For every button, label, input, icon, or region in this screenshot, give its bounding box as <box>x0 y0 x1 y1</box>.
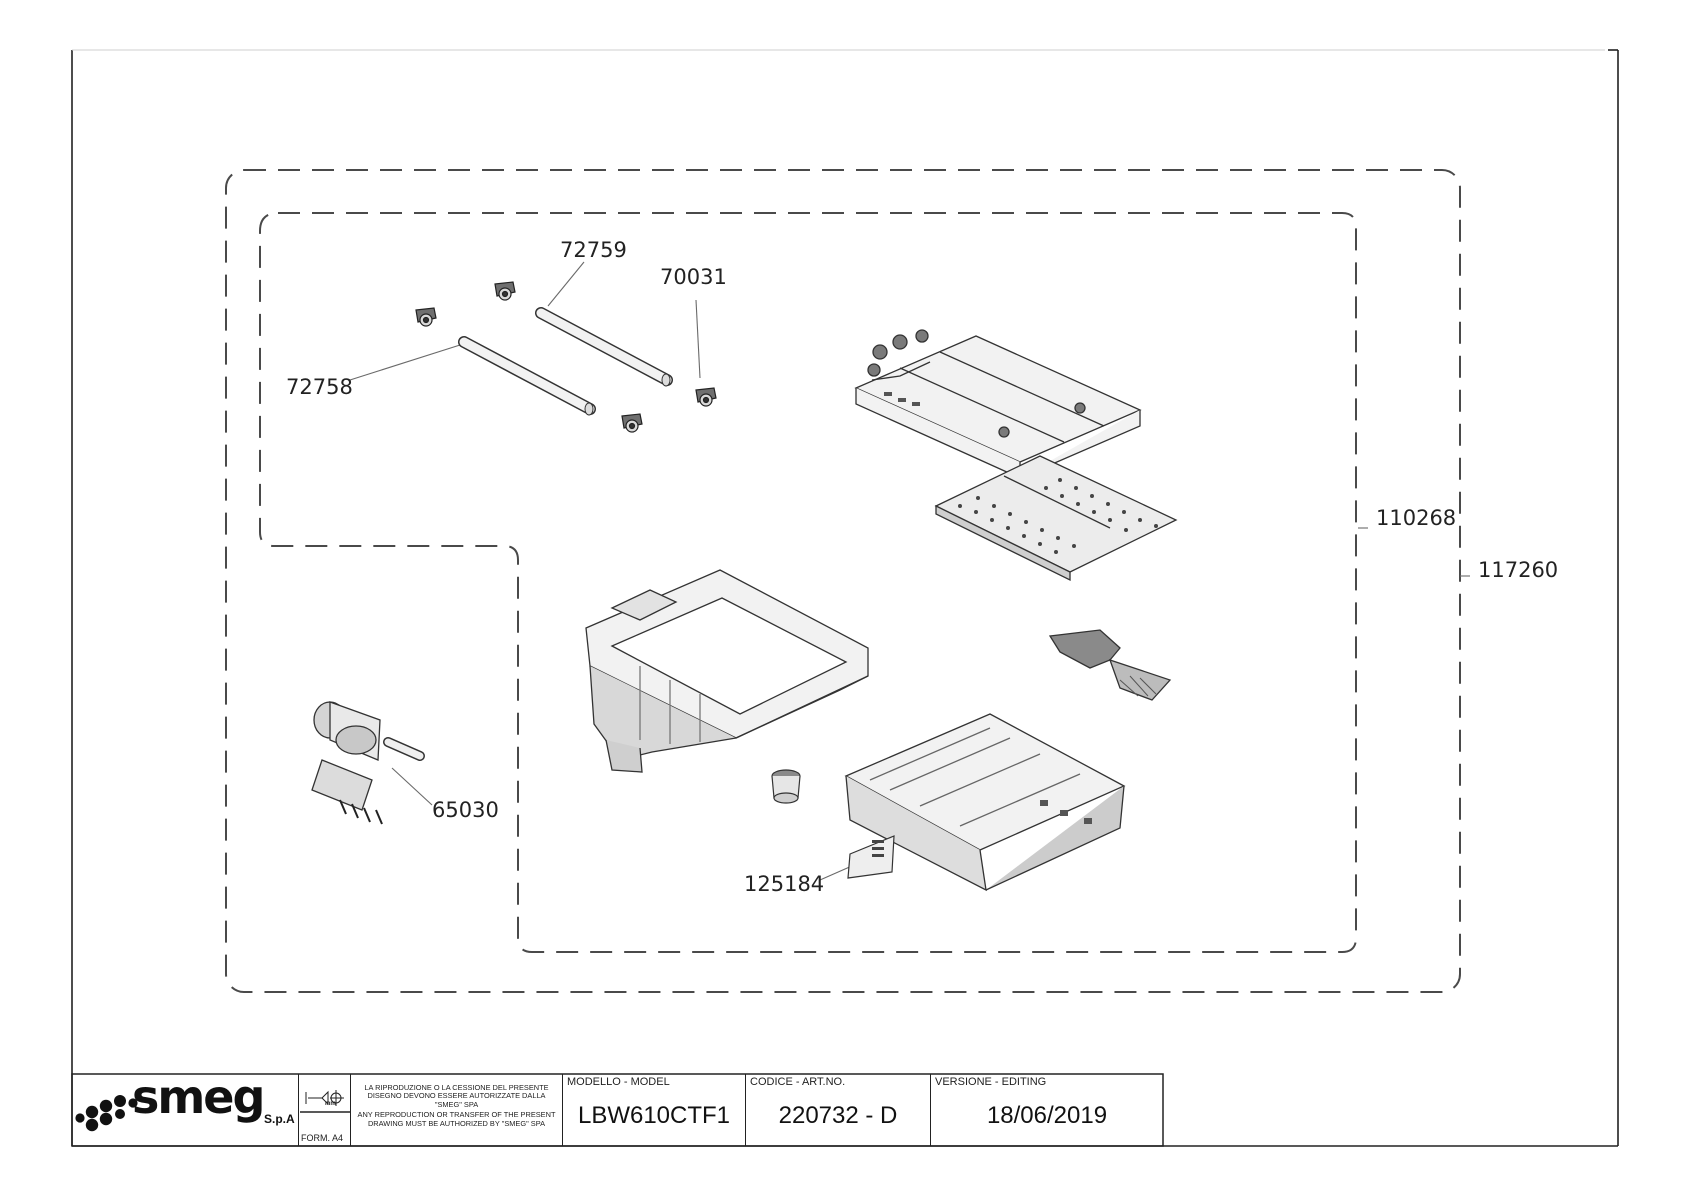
rod-72759 <box>535 307 673 387</box>
unit-symbol <box>305 1090 344 1106</box>
part-label-125184: 125184 <box>744 872 825 896</box>
notice-english: ANY REPRODUCTION OR TRANSFER OF THE PRES… <box>357 1110 556 1128</box>
part-label-65030: 65030 <box>432 798 499 822</box>
title-block: smeg S.p.A mm FORM. A4 LA RIPRODUZIONE O… <box>72 1070 1163 1146</box>
part-label-117260: 117260 <box>1478 558 1559 582</box>
brand-cell: smeg S.p.A <box>72 1070 299 1146</box>
code-cell: CODICE - ART.NO. 220732 - D <box>746 1074 931 1146</box>
group-boundary-117260 <box>225 169 1461 993</box>
title-block-frame <box>71 1073 1164 1147</box>
leader-72759 <box>547 261 585 307</box>
copyright-notice-cell: LA RIPRODUZIONE O LA CESSIONE DEL PRESEN… <box>351 1074 563 1146</box>
dispenser-housing <box>585 569 869 773</box>
model-cell: MODELLO - MODEL LBW610CTF1 <box>563 1074 746 1146</box>
float-part <box>1048 629 1172 701</box>
model-value: LBW610CTF1 <box>577 1102 731 1129</box>
form-label: FORM. A4 <box>301 1133 344 1143</box>
knob-part <box>771 769 801 804</box>
unit-label: mm <box>325 1101 336 1107</box>
spray-plate <box>934 455 1178 582</box>
leader-72758 <box>349 344 461 381</box>
part-label-72759: 72759 <box>560 238 627 262</box>
leader-lines <box>349 261 1470 881</box>
version-header: VERSIONE - EDITING <box>935 1076 1047 1088</box>
version-cell: VERSIONE - EDITING 18/06/2019 <box>931 1074 1163 1146</box>
dispenser-cover-110268 <box>854 329 1142 480</box>
leader-70031 <box>695 299 701 379</box>
group-boundary-110268 <box>259 212 1357 953</box>
format-cell: mm FORM. A4 <box>299 1074 351 1146</box>
brand-suffix: S.p.A <box>264 1112 295 1126</box>
smeg-logo-mark <box>75 1095 138 1132</box>
notice-italian: LA RIPRODUZIONE O LA CESSIONE DEL PRESEN… <box>364 1083 549 1109</box>
part-label-70031: 70031 <box>660 265 727 289</box>
leader-65030 <box>391 767 433 806</box>
sheet-frame <box>71 49 1619 1147</box>
model-header: MODELLO - MODEL <box>567 1076 670 1088</box>
tab-part-125184 <box>847 835 895 879</box>
part-label-72758: 72758 <box>286 375 353 399</box>
valve-65030 <box>311 701 425 825</box>
code-value: 220732 - D <box>778 1102 898 1129</box>
detergent-drawer <box>844 713 1126 892</box>
version-value: 18/06/2019 <box>986 1102 1108 1129</box>
part-label-110268: 110268 <box>1376 506 1457 530</box>
copyright-notice: LA RIPRODUZIONE O LA CESSIONE DEL PRESEN… <box>355 1083 558 1128</box>
brand-name: smeg <box>132 1070 265 1124</box>
wheel-70031-group <box>415 281 717 433</box>
rod-72758 <box>458 336 596 416</box>
code-header: CODICE - ART.NO. <box>750 1076 846 1088</box>
